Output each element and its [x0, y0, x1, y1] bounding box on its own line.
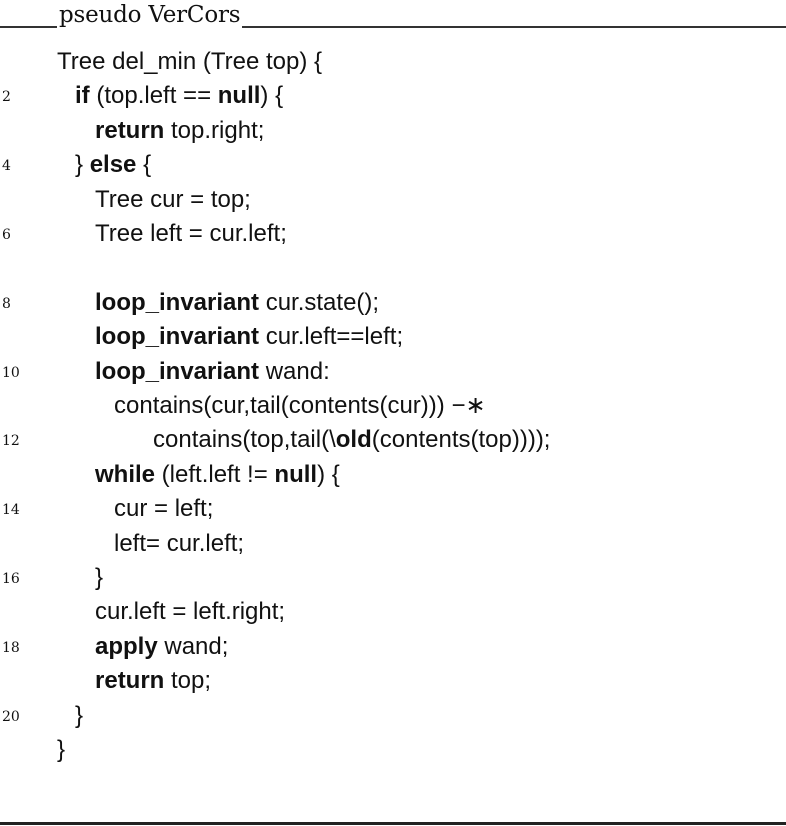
code-text: Tree cur = top; — [95, 183, 251, 217]
keyword: loop_invariant — [95, 288, 260, 316]
code-line: 4} else { — [0, 148, 786, 182]
code-line: Tree cur = top; — [0, 183, 786, 217]
code-line: loop_invariant cur.left==left; — [0, 320, 786, 354]
code-token: { — [136, 151, 152, 179]
code-text: } — [75, 699, 83, 733]
code-token: contains(top,tail(\ — [153, 426, 336, 454]
code-token: Tree del_min (Tree top) { — [57, 48, 322, 75]
code-text: loop_invariant cur.state(); — [95, 286, 379, 320]
code-text: if (top.left == null) { — [75, 79, 283, 113]
line-number: 20 — [2, 708, 20, 725]
code-text: Tree left = cur.left; — [95, 217, 287, 251]
code-line: 10 loop_invariant wand: — [0, 355, 786, 389]
line-number: 14 — [2, 502, 20, 519]
code-token: } — [75, 151, 90, 179]
listing-bottom-rule — [0, 822, 786, 825]
code-line: 14 cur = left; — [0, 492, 786, 526]
code-token: } — [95, 564, 104, 591]
code-line: contains(cur,tail(contents(cur))) −∗ — [0, 389, 786, 423]
code-line: return top.right; — [0, 114, 786, 148]
code-text: } — [95, 561, 103, 595]
code-token: cur.left = left.right; — [95, 598, 286, 626]
code-token: ) { — [317, 460, 340, 488]
keyword: apply — [95, 632, 158, 660]
code-token: top.right; — [164, 116, 265, 144]
code-text: } — [57, 733, 65, 767]
code-text: left= cur.left; — [114, 527, 244, 561]
code-token: cur.left==left; — [259, 323, 404, 351]
code-text: contains(top,tail(\old(contents(top)))); — [153, 423, 550, 457]
code-line: 18 apply wand; — [0, 630, 786, 664]
keyword: null — [217, 82, 261, 110]
code-line: 20} — [0, 699, 786, 733]
code-text: contains(cur,tail(contents(cur))) −∗ — [114, 389, 486, 423]
listing-top-rule — [0, 26, 786, 28]
keyword: loop_invariant — [95, 357, 260, 385]
code-text: while (left.left != null) { — [95, 458, 340, 492]
code-token: Tree left = cur.left; — [95, 220, 287, 247]
code-text: loop_invariant cur.left==left; — [95, 320, 403, 354]
code-token: wand: — [259, 357, 330, 385]
keyword: old — [335, 426, 372, 454]
line-number: 6 — [2, 227, 11, 243]
keyword: return — [95, 116, 165, 144]
code-line: 2 if (top.left == null) { — [0, 79, 786, 113]
code-line — [0, 251, 786, 285]
code-line: cur.left = left.right; — [0, 595, 786, 629]
keyword: else — [89, 151, 137, 179]
code-line: left= cur.left; — [0, 527, 786, 561]
keyword: null — [274, 460, 318, 488]
code-token: contains(cur,tail(contents(cur))) −∗ — [114, 392, 486, 419]
code-text: cur.left = left.right; — [95, 595, 285, 629]
code-text: apply wand; — [95, 630, 228, 664]
code-token: wand; — [157, 632, 229, 660]
keyword: while — [95, 460, 156, 488]
line-number: 12 — [2, 433, 20, 450]
keyword: return — [95, 667, 165, 695]
code-token: } — [75, 701, 84, 729]
code-token: (contents(top)))); — [371, 426, 551, 454]
line-number: 4 — [2, 158, 11, 175]
code-text: return top; — [95, 664, 211, 698]
code-text: Tree del_min (Tree top) { — [57, 45, 322, 79]
keyword: if — [75, 82, 90, 110]
code-token: ) { — [260, 82, 284, 110]
code-token: (top.left == — [89, 82, 218, 110]
code-token: cur = left; — [114, 495, 214, 523]
code-line: } — [0, 733, 786, 767]
code-text: return top.right; — [95, 114, 264, 148]
code-token: Tree cur = top; — [95, 185, 251, 213]
code-text: loop_invariant wand: — [95, 355, 330, 389]
code-token: } — [57, 736, 66, 763]
code-line: return top; — [0, 664, 786, 698]
listing-title: pseudo VerCors — [57, 0, 243, 30]
line-number: 8 — [2, 295, 11, 312]
code-token: top; — [164, 667, 212, 695]
code-token: cur.state(); — [259, 288, 380, 316]
code-text: } else { — [75, 148, 151, 182]
keyword: loop_invariant — [95, 323, 260, 351]
code-line: 12 contains(top,tail(\old(contents(top)))… — [0, 423, 786, 457]
line-number: 18 — [2, 639, 20, 656]
code-line: 8 loop_invariant cur.state(); — [0, 286, 786, 320]
line-number: 2 — [2, 89, 11, 106]
code-token: left= cur.left; — [114, 529, 245, 557]
code-text: cur = left; — [114, 492, 213, 526]
line-number: 10 — [2, 364, 20, 381]
code-line: while (left.left != null) { — [0, 458, 786, 492]
line-number: 16 — [2, 571, 20, 587]
code-line: Tree del_min (Tree top) { — [0, 45, 786, 79]
code-token: (left.left != — [155, 460, 275, 488]
code-line: 16} — [0, 561, 786, 595]
code-line: 6 Tree left = cur.left; — [0, 217, 786, 251]
